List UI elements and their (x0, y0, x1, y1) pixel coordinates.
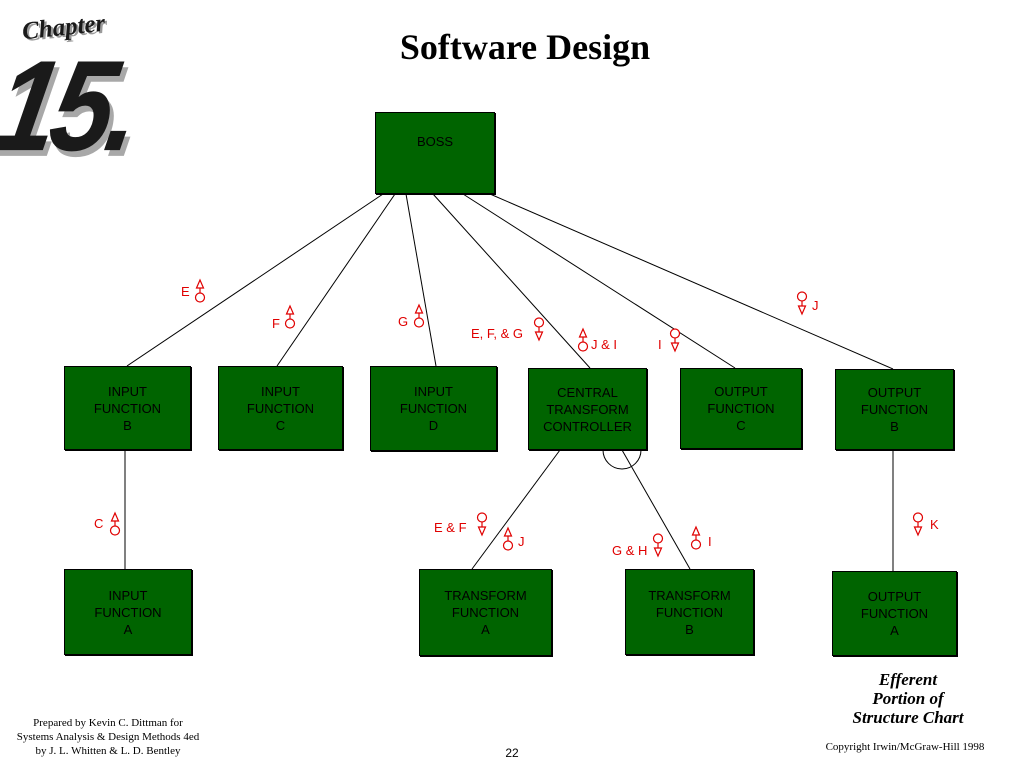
couple-j-top (796, 291, 808, 316)
line-boss-output-c (462, 193, 736, 369)
couple-e (194, 278, 206, 303)
couple-label-g: G (398, 314, 409, 329)
module-central-transform-controller[interactable]: CENTRAL TRANSFORM CONTROLLER (528, 368, 647, 450)
couple-f (284, 304, 296, 329)
couple-e-and-f (476, 512, 488, 537)
couple-c (109, 511, 121, 536)
couple-label-efg: E, F, & G (471, 326, 524, 341)
credit-text: Prepared by Kevin C. Dittman for Systems… (16, 717, 200, 757)
line-central-transform-b (621, 449, 691, 570)
module-output-function-c[interactable]: OUTPUT FUNCTION C (680, 368, 802, 449)
couple-efg (533, 317, 545, 342)
couple-label-j-and-i: J & I (591, 337, 618, 352)
couple-i-top (669, 328, 681, 353)
line-boss-input-c (276, 193, 396, 367)
line-boss-input-b (126, 193, 384, 367)
module-input-function-c[interactable]: INPUT FUNCTION C (218, 366, 343, 450)
page-number: 22 (505, 746, 519, 760)
couple-label-i-top: I (658, 337, 662, 352)
line-central-transform-a (471, 449, 561, 570)
couple-label-g-and-h: G & H (612, 543, 648, 558)
couple-label-c: C (94, 516, 104, 531)
line-boss-output-b (489, 193, 894, 370)
module-output-function-a[interactable]: OUTPUT FUNCTION A (832, 571, 957, 656)
couple-label-f: F (272, 316, 280, 331)
line-boss-central (432, 193, 591, 369)
couple-g (413, 303, 425, 328)
transaction-center-arc (602, 449, 642, 470)
couple-label-i-mid: I (708, 534, 712, 549)
module-boss[interactable]: BOSS (375, 112, 495, 194)
couple-label-k: K (930, 517, 939, 532)
module-input-function-b[interactable]: INPUT FUNCTION B (64, 366, 191, 450)
couple-label-e-and-f: E & F (434, 520, 467, 535)
couple-k (912, 512, 924, 537)
couple-label-j-mid: J (518, 534, 525, 549)
couple-label-e: E (181, 284, 190, 299)
couple-j-mid (502, 526, 514, 551)
module-input-function-a[interactable]: INPUT FUNCTION A (64, 569, 192, 655)
module-transform-function-b[interactable]: TRANSFORM FUNCTION B (625, 569, 754, 655)
couple-g-and-h (652, 533, 664, 558)
couple-i-mid (690, 525, 702, 550)
module-output-function-b[interactable]: OUTPUT FUNCTION B (835, 369, 954, 450)
module-transform-function-a[interactable]: TRANSFORM FUNCTION A (419, 569, 552, 656)
module-input-function-d[interactable]: INPUT FUNCTION D (370, 366, 497, 451)
page-title: Software Design (399, 27, 651, 67)
couple-j-and-i (577, 327, 589, 352)
diagram-caption: Efferent Portion of Structure Chart (852, 670, 964, 727)
line-boss-input-d (405, 193, 437, 367)
couple-label-j-top: J (812, 298, 819, 313)
copyright-text: Copyright Irwin/McGraw-Hill 1998 (825, 741, 985, 753)
